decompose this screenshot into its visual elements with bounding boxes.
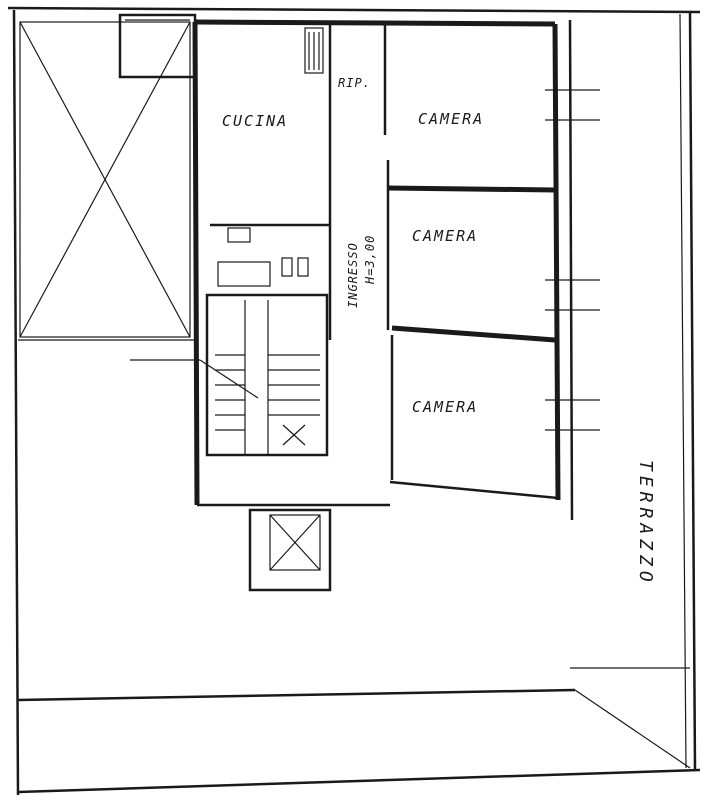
room-label-bedroom-2: CAMERA [412,227,478,245]
apartment-walls [192,19,574,521]
balcony [118,13,197,79]
window-marks [130,89,600,431]
room-label-storage: RIP. [338,76,371,90]
height-note: H=3,00 [363,235,377,285]
terrace-label: TERRAZZO [635,460,656,587]
outer-boundary [7,6,701,796]
lightwell [19,21,191,338]
room-label-entrance: INGRESSO [346,242,360,308]
bathroom-fixtures [217,27,324,287]
room-label-bedroom-1: CAMERA [418,110,484,128]
elevator-shaft [248,508,332,592]
room-label-kitchen: CUCINA [222,112,288,130]
room-label-bedroom-3: CAMERA [412,398,478,416]
staircase [199,300,320,455]
